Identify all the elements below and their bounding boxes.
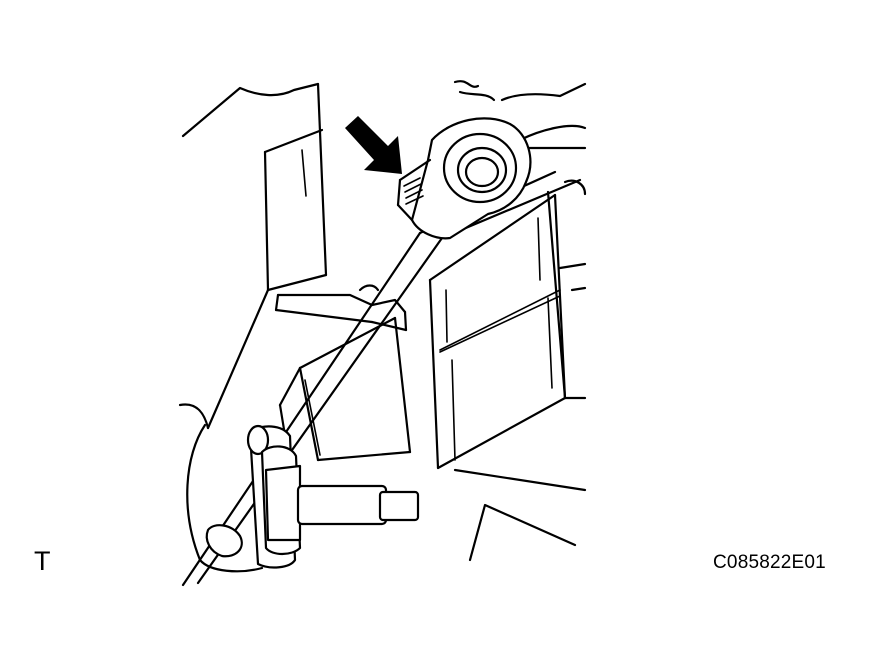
figure-code: C085822E01 bbox=[713, 552, 826, 573]
shaft-assembly bbox=[186, 423, 420, 573]
corner-mark: T bbox=[34, 546, 51, 576]
nut-assembly bbox=[396, 80, 532, 240]
bracket-plate bbox=[274, 284, 408, 332]
housing-outline bbox=[181, 82, 328, 292]
arrow-icon bbox=[345, 116, 402, 174]
housing-block bbox=[428, 82, 587, 562]
lever-body bbox=[278, 316, 412, 468]
